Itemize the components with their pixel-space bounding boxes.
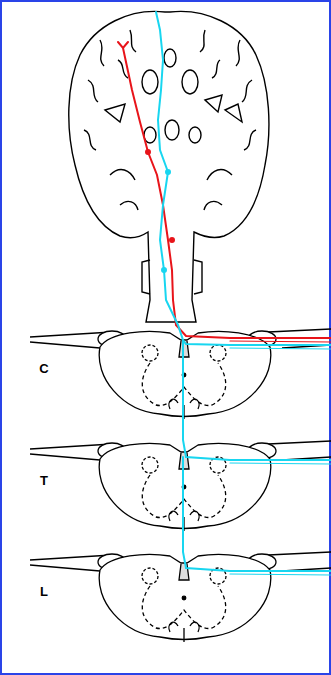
cyan-tract <box>156 12 331 575</box>
lumbar-section <box>30 552 331 642</box>
thoracic-section <box>30 441 331 531</box>
red-tract <box>118 42 331 342</box>
cervical-section <box>30 329 331 419</box>
brain-section <box>69 11 269 322</box>
segment-label: T <box>39 474 49 487</box>
segment-label: C <box>38 362 49 375</box>
segment-label: L <box>39 585 49 598</box>
